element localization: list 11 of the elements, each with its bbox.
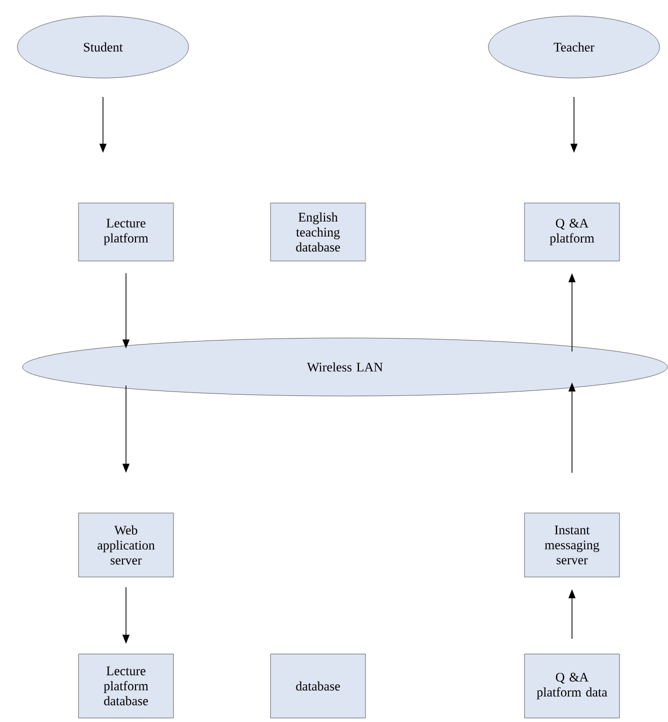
process-box: Lecture platform database (78, 654, 174, 718)
process-box: English teaching database (270, 202, 366, 262)
process-box: Q &A platform (524, 202, 620, 262)
process-box: Web application server (78, 512, 174, 578)
process-box: Instant messaging server (524, 512, 620, 578)
process-box: Q &A platform data (524, 654, 620, 718)
ellipse-node: Wireless LAN (22, 338, 668, 396)
process-box: database (270, 654, 366, 718)
ellipse-node: Teacher (488, 16, 660, 78)
process-box: Lecture platform (78, 202, 174, 262)
ellipse-node: Student (17, 16, 189, 78)
